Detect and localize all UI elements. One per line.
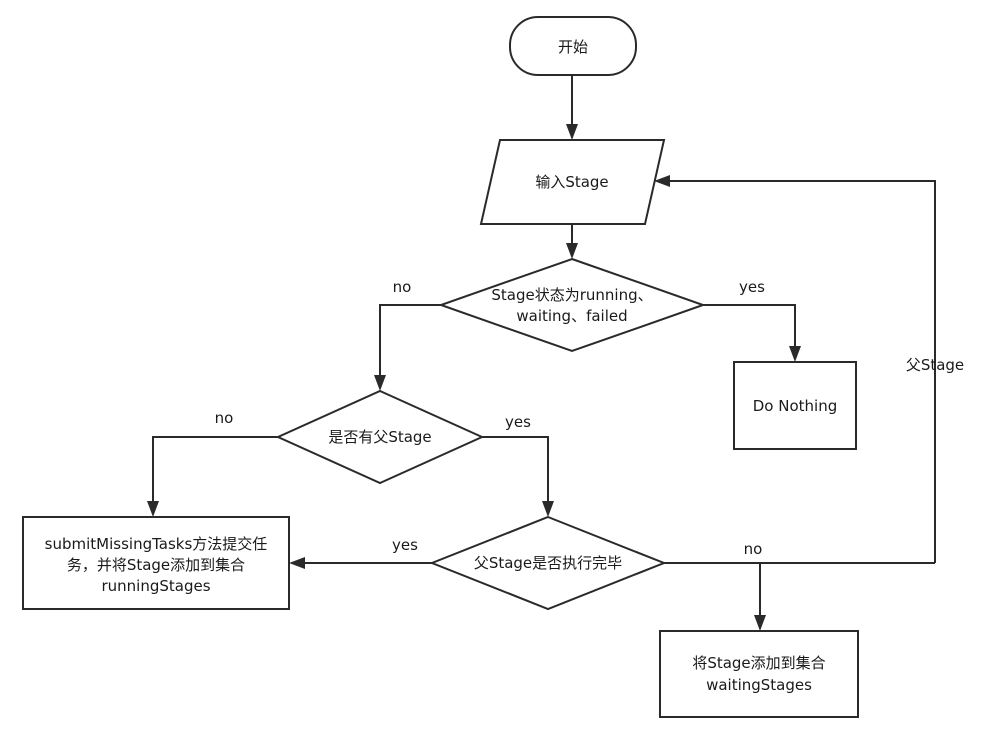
- start-label: 开始: [558, 38, 588, 56]
- edge-input-state: [566, 224, 578, 259]
- submit-line3: runningStages: [101, 577, 210, 595]
- parent-no-label: no: [215, 409, 234, 427]
- do-nothing-node: Do Nothing: [733, 361, 857, 450]
- submit-line2: 务，并将Stage添加到集合: [67, 556, 245, 574]
- edge-parent-no: [147, 436, 278, 517]
- edge-state-yes: [703, 304, 801, 362]
- edge-done-yes: [289, 557, 432, 569]
- done-yes-label: yes: [392, 536, 418, 554]
- input-stage-label: 输入Stage: [535, 173, 608, 191]
- edge-loop-back: [654, 175, 936, 563]
- state-check-line2: waiting、failed: [516, 307, 627, 325]
- parent-yes-label: yes: [505, 413, 531, 431]
- waiting-stages-node: 将Stage添加到集合 waitingStages: [659, 630, 859, 718]
- has-parent-label: 是否有父Stage: [328, 428, 431, 446]
- parent-done-decision: 父Stage是否执行完毕: [429, 515, 667, 611]
- loop-label: 父Stage: [906, 356, 964, 374]
- do-nothing-label: Do Nothing: [753, 397, 837, 415]
- submit-tasks-node: submitMissingTasks方法提交任 务，并将Stage添加到集合 r…: [22, 516, 290, 610]
- done-no-label: no: [744, 540, 763, 558]
- state-check-decision: Stage状态为running、 waiting、failed: [437, 257, 707, 353]
- waiting-line2: waitingStages: [706, 676, 812, 694]
- state-check-line1: Stage状态为running、: [491, 286, 652, 304]
- input-stage-node: 输入Stage: [479, 139, 666, 225]
- edge-state-no: [374, 304, 441, 391]
- waiting-line1: 将Stage添加到集合: [692, 654, 825, 672]
- state-yes-label: yes: [739, 278, 765, 296]
- edge-parent-yes: [482, 436, 554, 517]
- start-node: 开始: [509, 16, 637, 76]
- edge-start-input: [566, 75, 578, 140]
- parent-done-label: 父Stage是否执行完毕: [474, 554, 622, 572]
- state-no-label: no: [393, 278, 412, 296]
- submit-line1: submitMissingTasks方法提交任: [45, 535, 268, 553]
- has-parent-decision: 是否有父Stage: [275, 389, 485, 485]
- edge-done-no: [664, 562, 935, 631]
